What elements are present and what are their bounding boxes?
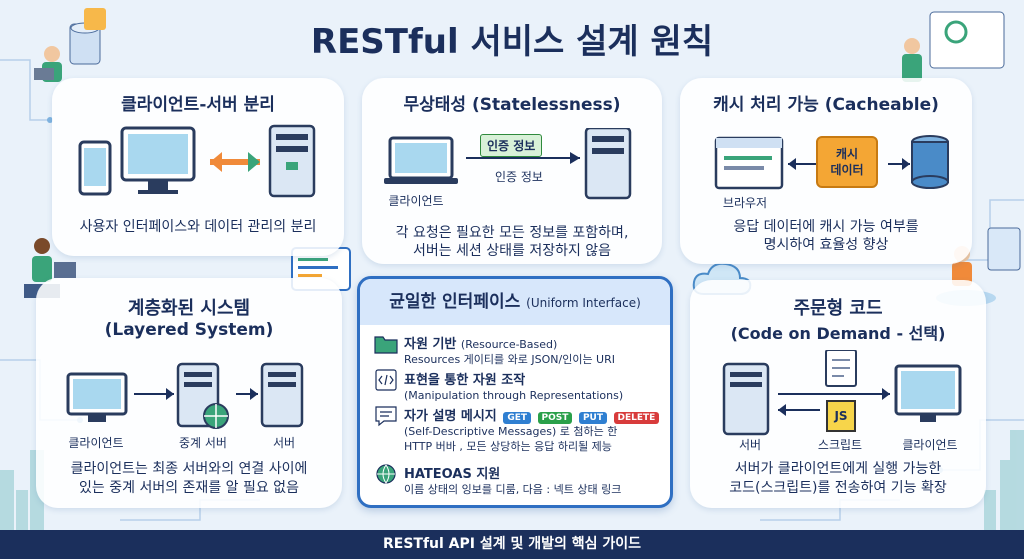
layered-heading-1: 계층화된 시스템: [127, 298, 251, 319]
uniform-item-2-title: 자가 설명 메시지: [404, 409, 497, 424]
method-get-badge: GET: [503, 412, 531, 424]
browser-label: 브라우저: [722, 196, 768, 210]
uniform-item-1-title: 표현을 통한 자원 조작: [404, 373, 526, 388]
uniform-item-3-line: 이름 상태의 잉보를 디룸, 다음 : 넥트 상태 링크: [404, 483, 622, 496]
cod-script-label: 스크립트: [817, 438, 863, 452]
uniform-item-1-line: (Manipulation through Representations): [404, 389, 624, 402]
uniform-heading-en: (Uniform Interface): [526, 296, 641, 310]
method-post-badge: POST: [537, 412, 573, 424]
developer-at-board-illustration: [902, 11, 1005, 82]
message-icon: [375, 406, 397, 427]
method-delete-badge: DELETE: [613, 412, 660, 424]
cache-data-box: 캐시 데이터: [816, 136, 878, 188]
folder-icon: [374, 336, 398, 354]
layered-illustration: [66, 362, 304, 429]
layered-proxy-label: 중계 서버: [179, 436, 227, 450]
uniform-item-2-line-1: (Self-Descriptive Messages) 로 첨하는 한: [404, 425, 618, 438]
code-on-demand-illustration: [722, 350, 962, 436]
stateless-illustration: [384, 128, 632, 200]
cod-desc-1: 서버가 클라이언트에게 실행 가능한: [734, 461, 942, 477]
auth-info-arrow-label: 인증 정보: [495, 170, 543, 184]
stateless-desc-2: 서버는 세션 상태를 저장하지 않음: [412, 243, 612, 259]
cacheable-illustration: [714, 135, 949, 190]
uniform-item-self-descriptive: 자가 설명 메시지 GET POST PUT DELETE (Self-Desc…: [374, 405, 664, 454]
cod-heading-2: (Code on Demand - 선택): [730, 324, 946, 343]
uniform-heading: 균일한 인터페이스 (Uniform Interface): [360, 279, 670, 325]
uniform-item-3-title: HATEOAS 지원: [404, 467, 501, 482]
panel-layered: 계층화된 시스템 (Layered System) 클라이언트 중계 서버 서버…: [36, 278, 342, 508]
cod-server-label: 서버: [738, 438, 762, 452]
developer-with-laptop-illustration: [34, 8, 106, 82]
js-script-icon: JS: [826, 400, 856, 432]
layered-desc-1: 클라이언트는 최종 서버와의 연결 사이에: [70, 461, 308, 477]
client-server-desc: 사용자 인터페이스와 데이터 관리의 분리: [79, 219, 317, 235]
uniform-heading-ko: 균일한 인터페이스: [389, 292, 521, 312]
panel-stateless: 무상태성 (Statelessness) 인증 정보 인증 정보 클라이언트 각…: [362, 78, 662, 264]
globe-icon: [376, 464, 396, 484]
stateless-client-label: 클라이언트: [388, 194, 444, 208]
uniform-item-manipulation: 표현을 통한 자원 조작 (Manipulation through Repre…: [374, 369, 664, 403]
cod-heading-1: 주문형 코드: [793, 298, 883, 319]
page-title: RESTful 서비스 설계 원칙: [310, 22, 714, 62]
uniform-item-0-title: 자원 기반: [404, 337, 457, 352]
panel-uniform-interface: 균일한 인터페이스 (Uniform Interface) 자원 기반 (Res…: [357, 276, 673, 508]
cache-label-1: 캐시: [835, 147, 859, 161]
client-server-illustration: [78, 124, 316, 198]
panel-client-server: 클라이언트-서버 분리 사용자 인터페이스와 데이터 관리의 분리: [52, 78, 344, 256]
panel-cacheable: 캐시 처리 가능 (Cacheable) 캐시 데이터 브라우저 응답 데이터에…: [680, 78, 972, 264]
layered-server-label: 서버: [272, 436, 296, 450]
stateless-desc-1: 각 요청은 필요한 모든 정보를 포함하며,: [395, 225, 629, 241]
stateless-heading: 무상태성 (Statelessness): [403, 95, 621, 115]
layered-desc-2: 있는 중계 서버의 존재를 알 필요 없음: [79, 480, 299, 496]
cod-client-label: 클라이언트: [902, 438, 958, 452]
method-put-badge: PUT: [578, 412, 607, 424]
cache-label-2: 데이터: [830, 163, 864, 177]
uniform-item-0-sub: (Resource-Based): [460, 338, 558, 351]
client-server-heading: 클라이언트-서버 분리: [121, 95, 275, 115]
uniform-item-0-line: Resources 게이티를 와로 JSON/인이는 URI: [404, 353, 615, 366]
uniform-item-resource: 자원 기반 (Resource-Based) Resources 게이티를 와로…: [374, 333, 664, 367]
auth-info-tag: 인증 정보: [480, 134, 543, 157]
layered-client-label: 클라이언트: [68, 436, 124, 450]
cod-desc-2: 코드(스크립트)를 전송하여 기능 확장: [729, 480, 947, 496]
footer-banner: RESTful API 설계 및 개발의 핵심 가이드: [0, 530, 1024, 559]
cacheable-heading: 캐시 처리 가능 (Cacheable): [713, 95, 939, 115]
panel-code-on-demand: 주문형 코드 (Code on Demand - 선택) JS 서버 스크립트 …: [690, 280, 986, 508]
cacheable-desc-1: 응답 데이터에 캐시 가능 여부를: [733, 219, 919, 235]
cacheable-desc-2: 명시하여 효율성 향상: [763, 237, 889, 253]
layered-heading-2: (Layered System): [104, 320, 274, 340]
uniform-item-hateoas: HATEOAS 지원 이름 상태의 잉보를 디룸, 다음 : 넥트 상태 링크: [374, 463, 664, 497]
uniform-item-2-line-2: HTTP 버바 , 모든 상당하는 응답 하리될 제능: [404, 440, 612, 453]
code-doc-icon: [375, 369, 397, 391]
